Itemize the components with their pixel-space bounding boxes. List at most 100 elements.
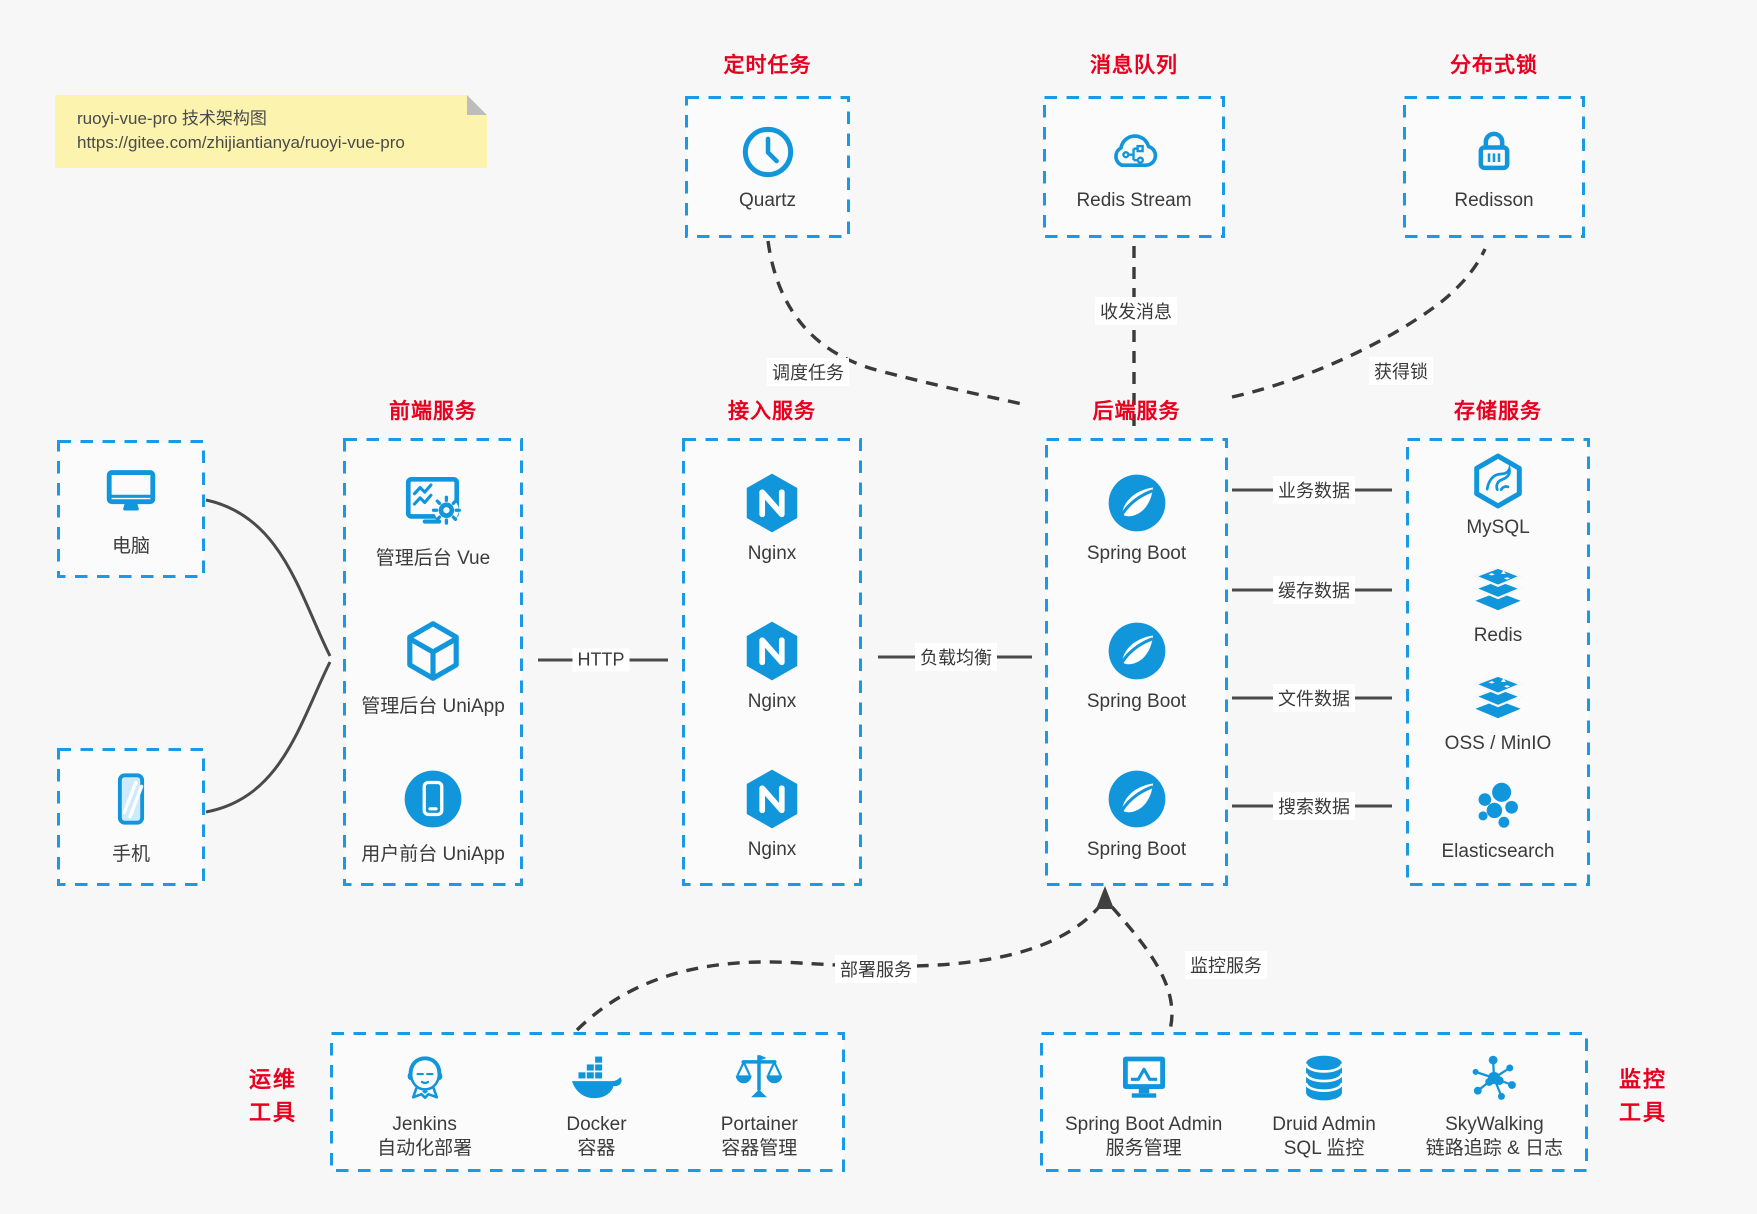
edge-label-load-balance: 负载均衡 bbox=[915, 643, 997, 671]
item-spring-boot-3: Spring Boot bbox=[1045, 766, 1228, 861]
side-label-monitor-line2: 工具 bbox=[1618, 1100, 1667, 1125]
nginx-icon bbox=[746, 769, 798, 829]
title-gateway-services: 接入服务 bbox=[728, 400, 816, 423]
nginx-icon bbox=[746, 473, 798, 533]
spring-boot-icon bbox=[1108, 770, 1165, 828]
item-label-nginx-2: Nginx bbox=[747, 691, 797, 712]
desktop-icon bbox=[106, 470, 156, 511]
item-label-admin-vue: 管理后台 Vue bbox=[375, 548, 491, 569]
item-druid-admin: Druid Admin SQL 监控 bbox=[1272, 1050, 1376, 1161]
portainer-icon bbox=[736, 1054, 783, 1097]
item-label-desktop: 电脑 bbox=[111, 536, 150, 557]
lock-icon bbox=[1478, 131, 1510, 170]
sticky-note: ruoyi-vue-pro 技术架构图 https://gitee.com/zh… bbox=[55, 95, 487, 168]
item-label-spring-boot-2: Spring Boot bbox=[1086, 691, 1187, 712]
note-title: ruoyi-vue-pro 技术架构图 bbox=[77, 109, 267, 128]
box-redis-stream: Redis Stream bbox=[1043, 96, 1225, 238]
item-label-mysql: MySQL bbox=[1466, 517, 1530, 538]
title-message-queue: 消息队列 bbox=[1090, 54, 1178, 77]
box-gateway-services: Nginx Nginx Nginx bbox=[682, 438, 862, 886]
cloud-share-icon bbox=[1114, 133, 1158, 167]
item-jenkins: Jenkins 自动化部署 bbox=[377, 1050, 472, 1161]
druid-icon bbox=[1304, 1055, 1344, 1100]
mysql-icon bbox=[1474, 453, 1522, 509]
item-desc-skywalking: 链路追踪 & 日志 bbox=[1425, 1137, 1563, 1159]
box-storage-services: MySQL Redis OSS / MinIO bbox=[1406, 438, 1590, 886]
item-label-redis-stream: Redis Stream bbox=[1076, 189, 1192, 211]
item-label-user-uniapp: 用户前台 UniApp bbox=[361, 844, 505, 865]
title-backend-services: 后端服务 bbox=[1092, 400, 1181, 423]
item-admin-uniapp: 管理后台 UniApp bbox=[343, 618, 523, 718]
box-phone-client: 手机 bbox=[57, 748, 205, 886]
item-name-druid-admin: Druid Admin bbox=[1272, 1113, 1376, 1135]
item-spring-boot-1: Spring Boot bbox=[1045, 470, 1228, 565]
item-nginx-1: Nginx bbox=[682, 470, 862, 565]
clock-icon bbox=[742, 126, 793, 177]
edge-client-desktop bbox=[205, 498, 332, 657]
box-quartz: Quartz bbox=[685, 96, 850, 238]
item-desc-portainer: 容器管理 bbox=[721, 1137, 798, 1159]
note-url: https://gitee.com/zhijiantianya/ruoyi-vu… bbox=[77, 133, 405, 152]
item-desc-druid-admin: SQL 监控 bbox=[1283, 1137, 1365, 1159]
edge-label-file-data: 文件数据 bbox=[1273, 684, 1355, 712]
item-admin-vue: 管理后台 Vue bbox=[343, 470, 523, 570]
item-label-spring-boot-1: Spring Boot bbox=[1086, 543, 1187, 564]
spring-boot-icon bbox=[1108, 474, 1165, 532]
item-spring-boot-2: Spring Boot bbox=[1045, 618, 1228, 713]
item-label-oss-minio: OSS / MinIO bbox=[1444, 733, 1552, 754]
side-label-monitor-line1: 监控 bbox=[1618, 1067, 1667, 1092]
box-ops-tools: Jenkins 自动化部署 Docker 容器 bbox=[330, 1032, 845, 1172]
edge-label-monitor: 监控服务 bbox=[1185, 951, 1267, 979]
nginx-icon bbox=[746, 621, 798, 681]
item-desc-docker: 容器 bbox=[577, 1137, 616, 1159]
item-portainer: Portainer 容器管理 bbox=[721, 1050, 798, 1161]
edge-client-phone bbox=[205, 661, 332, 814]
item-label-nginx-1: Nginx bbox=[747, 543, 797, 564]
skywalking-icon bbox=[1472, 1055, 1517, 1100]
item-label-quartz: Quartz bbox=[738, 189, 797, 211]
title-frontend-services: 前端服务 bbox=[389, 400, 477, 423]
redis-icon bbox=[1472, 566, 1524, 611]
edge-label-lock: 获得锁 bbox=[1369, 357, 1433, 385]
item-docker: Docker 容器 bbox=[566, 1050, 627, 1161]
edge-label-business-data: 业务数据 bbox=[1273, 476, 1355, 504]
mobile-app-icon bbox=[404, 770, 462, 828]
spring-boot-admin-icon bbox=[1122, 1056, 1165, 1098]
edge-lock bbox=[1231, 248, 1487, 399]
item-desc-spring-boot-admin: 服务管理 bbox=[1105, 1137, 1182, 1159]
box-redisson: Redisson bbox=[1403, 96, 1585, 238]
item-label-elasticsearch: Elasticsearch bbox=[1441, 841, 1555, 862]
side-label-ops-line1: 运维 bbox=[248, 1067, 297, 1092]
item-name-jenkins: Jenkins bbox=[392, 1113, 457, 1135]
item-name-portainer: Portainer bbox=[720, 1113, 798, 1135]
oss-icon bbox=[1472, 674, 1524, 719]
title-distributed-lock: 分布式锁 bbox=[1450, 54, 1538, 77]
item-label-nginx-3: Nginx bbox=[747, 839, 797, 860]
item-user-uniapp: 用户前台 UniApp bbox=[343, 766, 523, 866]
item-label-redisson: Redisson bbox=[1454, 189, 1534, 211]
box-monitor-tools: Spring Boot Admin 服务管理 Druid Admin SQL 监… bbox=[1040, 1032, 1588, 1172]
edge-label-schedule: 调度任务 bbox=[767, 358, 849, 386]
jenkins-icon bbox=[407, 1055, 442, 1099]
note-fold-corner bbox=[467, 95, 487, 115]
item-nginx-3: Nginx bbox=[682, 766, 862, 861]
edge-label-http: HTTP bbox=[572, 648, 630, 672]
item-spring-boot-admin: Spring Boot Admin 服务管理 bbox=[1065, 1050, 1222, 1161]
item-name-docker: Docker bbox=[566, 1113, 627, 1135]
edge-label-deploy: 部署服务 bbox=[835, 955, 917, 983]
elasticsearch-icon bbox=[1478, 782, 1518, 828]
edge-label-messages: 收发消息 bbox=[1095, 297, 1177, 325]
side-label-ops-line2: 工具 bbox=[248, 1100, 297, 1125]
item-oss-minio: OSS / MinIO bbox=[1406, 668, 1590, 755]
item-label-admin-uniapp: 管理后台 UniApp bbox=[361, 696, 505, 717]
box-backend-services: Spring Boot Spring Boot Spring Boot bbox=[1045, 438, 1228, 886]
edge-label-cache-data: 缓存数据 bbox=[1273, 576, 1355, 604]
edge-label-search-data: 搜索数据 bbox=[1273, 792, 1355, 820]
cube-icon bbox=[407, 621, 459, 681]
smartphone-icon bbox=[117, 773, 145, 825]
item-mysql: MySQL bbox=[1406, 452, 1590, 539]
deploy-monitor-arrowhead bbox=[1096, 886, 1114, 909]
admin-vue-icon bbox=[405, 476, 461, 525]
item-redis: Redis bbox=[1406, 560, 1590, 647]
